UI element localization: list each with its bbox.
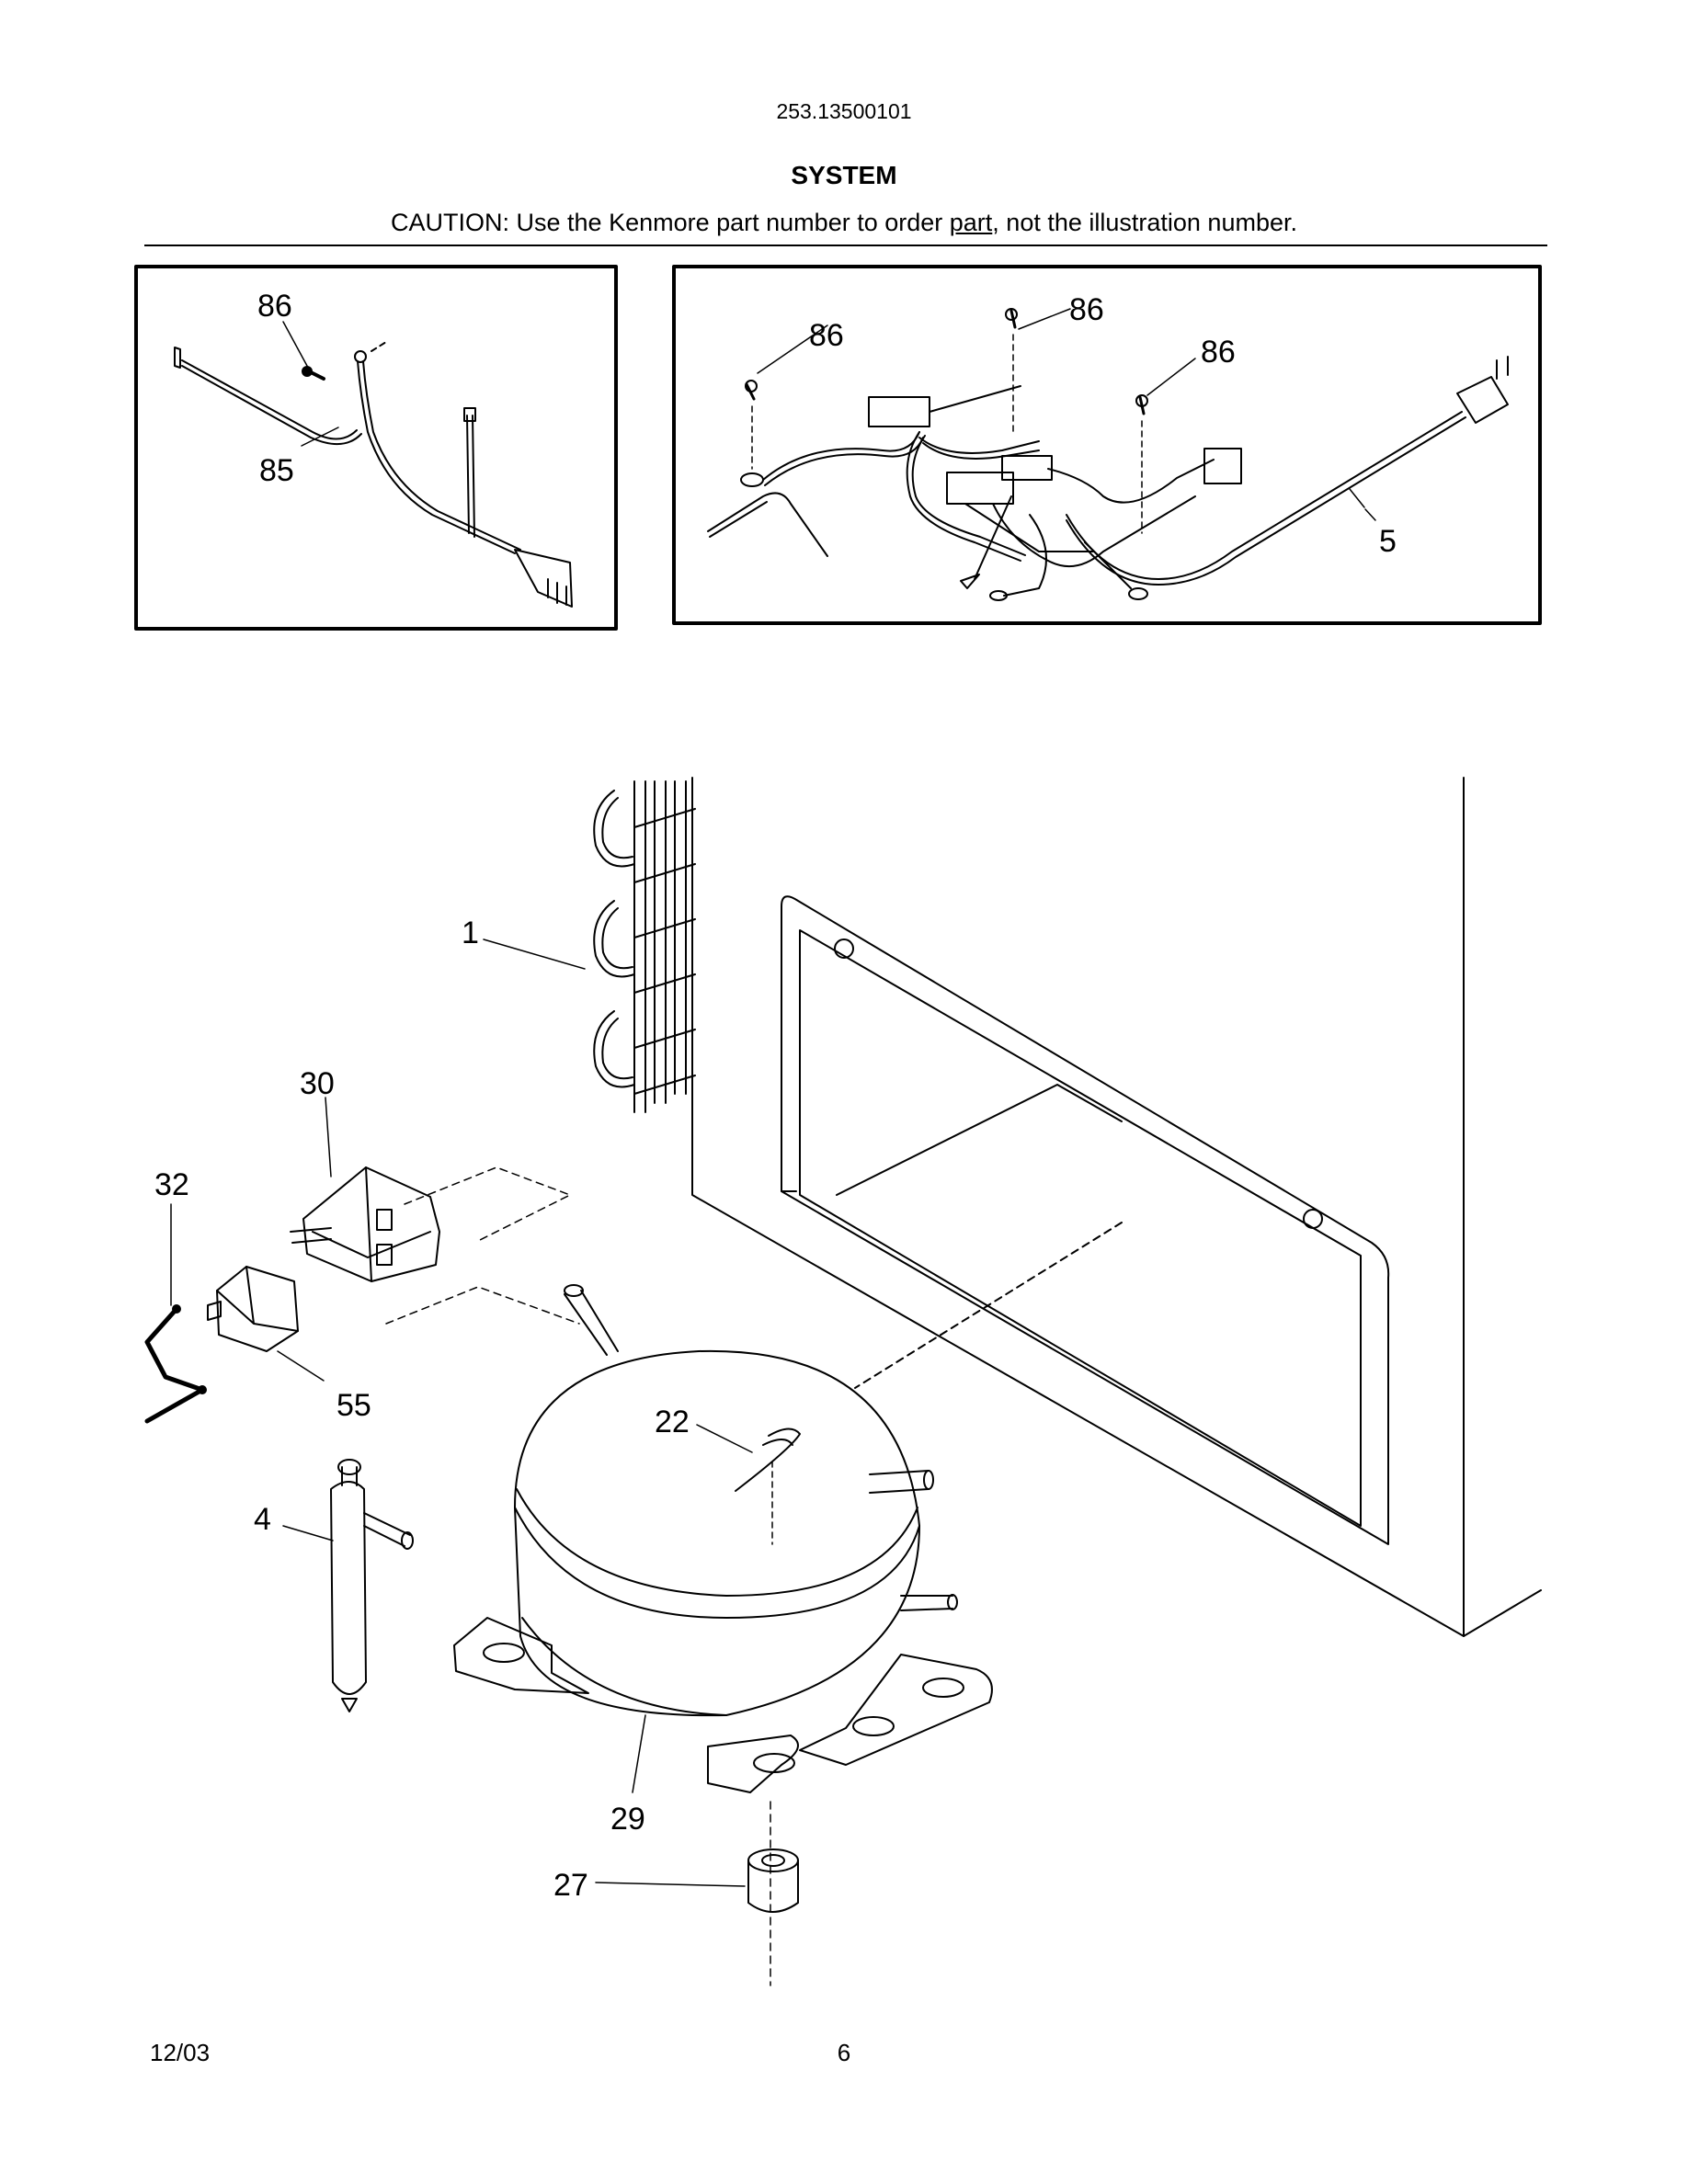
callout-85: 85 bbox=[259, 453, 294, 488]
callout-5: 5 bbox=[1379, 524, 1397, 559]
callout-30: 30 bbox=[300, 1066, 335, 1101]
caution-text-end: , not the illustration number. bbox=[992, 209, 1297, 236]
callout-86-right-a: 86 bbox=[809, 318, 844, 353]
callout-86-left: 86 bbox=[257, 289, 292, 324]
callout-86-right-b: 86 bbox=[1069, 292, 1104, 327]
callout-32: 32 bbox=[154, 1167, 189, 1202]
drier-illustration bbox=[330, 1459, 414, 1712]
callout-55: 55 bbox=[336, 1388, 371, 1423]
wire-harness-illustration bbox=[174, 341, 573, 608]
clip-illustration bbox=[144, 1304, 207, 1424]
callout-4: 4 bbox=[254, 1502, 271, 1537]
caution-link: part bbox=[949, 209, 993, 236]
callout-27: 27 bbox=[553, 1868, 588, 1903]
main-assembly: 1 30 32 55 4 22 29 27 bbox=[144, 777, 1542, 1986]
screw-icon bbox=[745, 380, 758, 470]
compressor-illustration bbox=[453, 1284, 993, 1986]
screw-icon bbox=[302, 366, 325, 381]
section-title: SYSTEM bbox=[791, 161, 897, 189]
cabinet-illustration bbox=[691, 777, 1542, 1637]
left-inset-panel: 86 85 bbox=[134, 265, 618, 631]
right-inset-panel: 86 86 86 5 bbox=[672, 265, 1542, 625]
power-cord-illustration bbox=[707, 356, 1509, 601]
header-rule bbox=[144, 245, 1547, 246]
caution-text: CAUTION: Use the Kenmore part number to … bbox=[391, 209, 950, 236]
screw-icon bbox=[1135, 394, 1148, 534]
condenser-coil-illustration bbox=[593, 780, 696, 1113]
callout-1: 1 bbox=[462, 916, 479, 950]
callout-86-right-c: 86 bbox=[1201, 335, 1236, 370]
model-number: 253.13500101 bbox=[776, 99, 912, 123]
page-number: 6 bbox=[837, 2039, 851, 2066]
callout-29: 29 bbox=[610, 1802, 645, 1837]
screw-icon bbox=[1005, 308, 1018, 433]
overload-illustration bbox=[207, 1266, 299, 1352]
grommet-illustration bbox=[747, 1848, 799, 1913]
relay-illustration bbox=[290, 1166, 580, 1325]
footer-date: 12/03 bbox=[150, 2039, 211, 2066]
callout-22: 22 bbox=[655, 1405, 690, 1439]
caution-note: CAUTION: Use the Kenmore part number to … bbox=[0, 209, 1688, 237]
